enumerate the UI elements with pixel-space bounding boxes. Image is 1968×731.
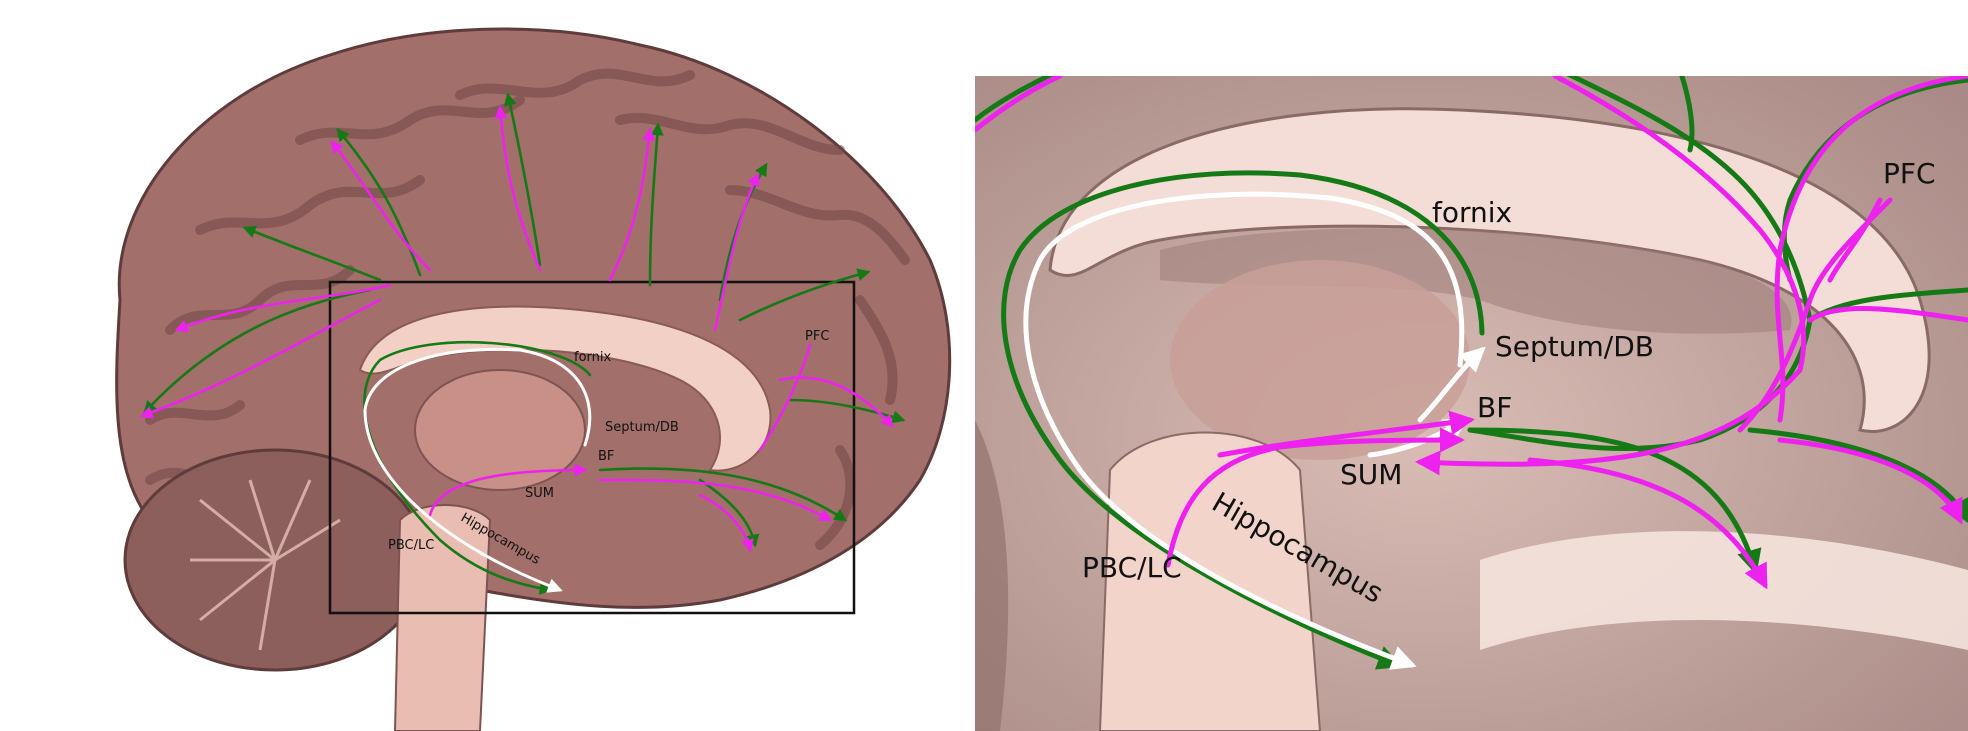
label-septum-small: Septum/DB [605,420,679,435]
ventricle-zoom [1160,228,1792,334]
label-pfc: PFC [1883,157,1936,190]
label-pbc: PBC/LC [1082,551,1182,584]
brainstem [393,504,492,731]
thalamus [414,369,586,491]
label-pfc-small: PFC [805,329,829,344]
label-bf-small: BF [598,449,614,464]
label-fornix: fornix [1432,196,1512,229]
zoom-pathways [975,76,1968,670]
label-bf: BF [1477,391,1512,424]
label-sum-small: SUM [525,486,554,501]
label-fornix-small: fornix [574,350,611,365]
label-septum: Septum/DB [1495,330,1654,363]
label-sum: SUM [1340,458,1402,491]
brainstem-zoom [1098,431,1322,731]
brain-zoom-panel [975,76,1968,731]
corpus-callosum-zoom [1048,107,1931,433]
orbital-cortex-zoom [1480,531,1968,650]
brain-overview-panel: fornix Septum/DB BF SUM PBC/LC Hippocamp… [115,27,952,731]
left-dark-edge [975,420,1009,731]
overview-pathways [139,92,906,595]
zoom-region-frame [328,280,856,615]
thalamus-zoom [1170,260,1470,460]
label-pbc-small: PBC/LC [388,538,434,553]
